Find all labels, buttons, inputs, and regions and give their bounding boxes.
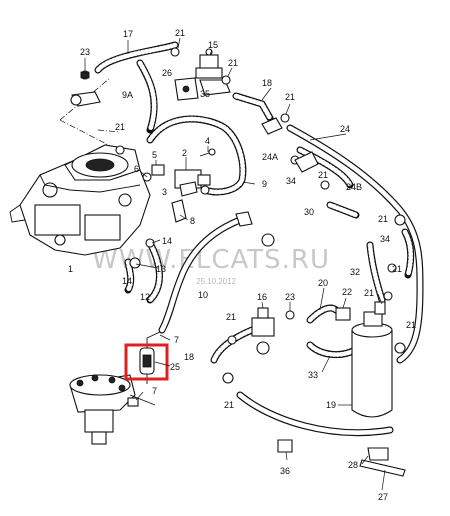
label-17: 17 — [123, 29, 133, 39]
fuel-filter-25[interactable] — [139, 331, 161, 384]
label-20: 20 — [318, 278, 328, 288]
label-15: 15 — [208, 40, 218, 50]
label-2: 2 — [182, 148, 187, 158]
label-35: 35 — [200, 89, 210, 99]
label-26: 26 — [162, 68, 172, 78]
label-12: 12 — [140, 292, 150, 302]
label-21a: 21 — [175, 28, 185, 38]
label-8: 8 — [190, 216, 195, 226]
label-19: 19 — [326, 400, 336, 410]
label-7a: 7 — [174, 335, 179, 345]
label-23a: 23 — [80, 47, 90, 57]
label-4: 4 — [205, 136, 210, 146]
charcoal-canister — [351, 301, 393, 418]
hoses — [94, 41, 424, 437]
label-23b: 23 — [285, 292, 295, 302]
label-14a: 14 — [162, 236, 172, 246]
label-21f: 21 — [378, 214, 388, 224]
label-14b: 14 — [122, 276, 132, 286]
label-18a: 18 — [262, 78, 272, 88]
label-9a: 9A — [122, 90, 133, 100]
label-30: 30 — [304, 207, 314, 217]
label-36: 36 — [280, 466, 290, 476]
throttle-body-assembly — [9, 144, 151, 256]
label-21i: 21 — [406, 320, 416, 330]
label-6: 6 — [134, 164, 139, 174]
label-18b: 18 — [184, 352, 194, 362]
label-21g: 21 — [392, 264, 402, 274]
label-9: 9 — [262, 179, 267, 189]
label-10: 10 — [198, 290, 208, 300]
label-27: 27 — [378, 492, 388, 502]
label-21j: 21 — [226, 312, 236, 322]
label-5: 5 — [152, 150, 157, 160]
reference-lines — [59, 77, 121, 151]
highlight-box — [124, 343, 169, 381]
part-labels: 1 2 3 4 5 6 7 7 8 9 9A 10 12 13 14 14 15… — [68, 28, 416, 502]
label-28: 28 — [348, 460, 358, 470]
label-24: 24 — [340, 124, 350, 134]
label-21h: 21 — [364, 288, 374, 298]
label-25: 25 — [170, 362, 180, 372]
leader-lines — [84, 37, 386, 491]
label-32: 32 — [350, 267, 360, 277]
label-7b: 7 — [152, 386, 157, 396]
distributor — [69, 374, 156, 445]
label-21c: 21 — [285, 92, 295, 102]
label-33: 33 — [308, 370, 318, 380]
label-24a: 24A — [262, 152, 278, 162]
label-34a: 34 — [286, 176, 296, 186]
watermark-date: 25.10.2012 — [196, 277, 237, 286]
label-3: 3 — [162, 187, 167, 197]
label-21b: 21 — [228, 58, 238, 68]
label-21d: 21 — [115, 122, 125, 132]
label-21k: 21 — [224, 400, 234, 410]
label-1: 1 — [68, 264, 73, 274]
label-34b: 34 — [380, 234, 390, 244]
label-13: 13 — [156, 264, 166, 274]
label-21e: 21 — [318, 170, 328, 180]
label-22: 22 — [342, 287, 352, 297]
label-24b: 24B — [346, 182, 362, 192]
label-16: 16 — [257, 292, 267, 302]
